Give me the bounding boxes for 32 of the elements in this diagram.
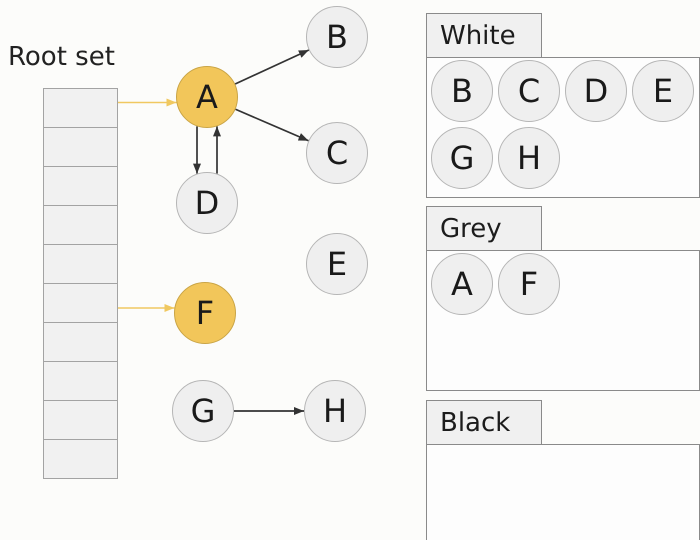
stack-cell bbox=[43, 322, 118, 362]
stack-cell bbox=[43, 361, 118, 401]
object-node: F bbox=[174, 282, 236, 344]
arrow bbox=[234, 49, 310, 85]
object-node: C bbox=[306, 122, 368, 184]
arrow bbox=[213, 126, 221, 174]
object-node: D bbox=[176, 172, 238, 234]
arrow bbox=[118, 98, 176, 106]
arrow bbox=[118, 304, 174, 312]
arrow bbox=[235, 108, 309, 142]
set-panel bbox=[426, 206, 700, 391]
stack-cell bbox=[43, 244, 118, 284]
arrow bbox=[234, 407, 304, 415]
set-panel bbox=[426, 400, 700, 540]
arrow bbox=[193, 126, 201, 174]
object-node: A bbox=[176, 66, 238, 128]
object-node: B bbox=[306, 6, 368, 68]
object-node: G bbox=[172, 380, 234, 442]
stack-cell bbox=[43, 166, 118, 206]
panel-tab: Black bbox=[426, 400, 542, 445]
object-node: H bbox=[304, 380, 366, 442]
stack-cell bbox=[43, 88, 118, 128]
stack-cell bbox=[43, 205, 118, 245]
object-node: E bbox=[306, 233, 368, 295]
panel-tab: Grey bbox=[426, 206, 542, 251]
stack-cell bbox=[43, 127, 118, 167]
stack-cell bbox=[43, 283, 118, 323]
stack-heading: Root set bbox=[8, 44, 115, 70]
stack-cell bbox=[43, 400, 118, 440]
set-panel bbox=[426, 13, 700, 198]
panel-tab: White bbox=[426, 13, 542, 58]
stack-cell bbox=[43, 439, 118, 479]
